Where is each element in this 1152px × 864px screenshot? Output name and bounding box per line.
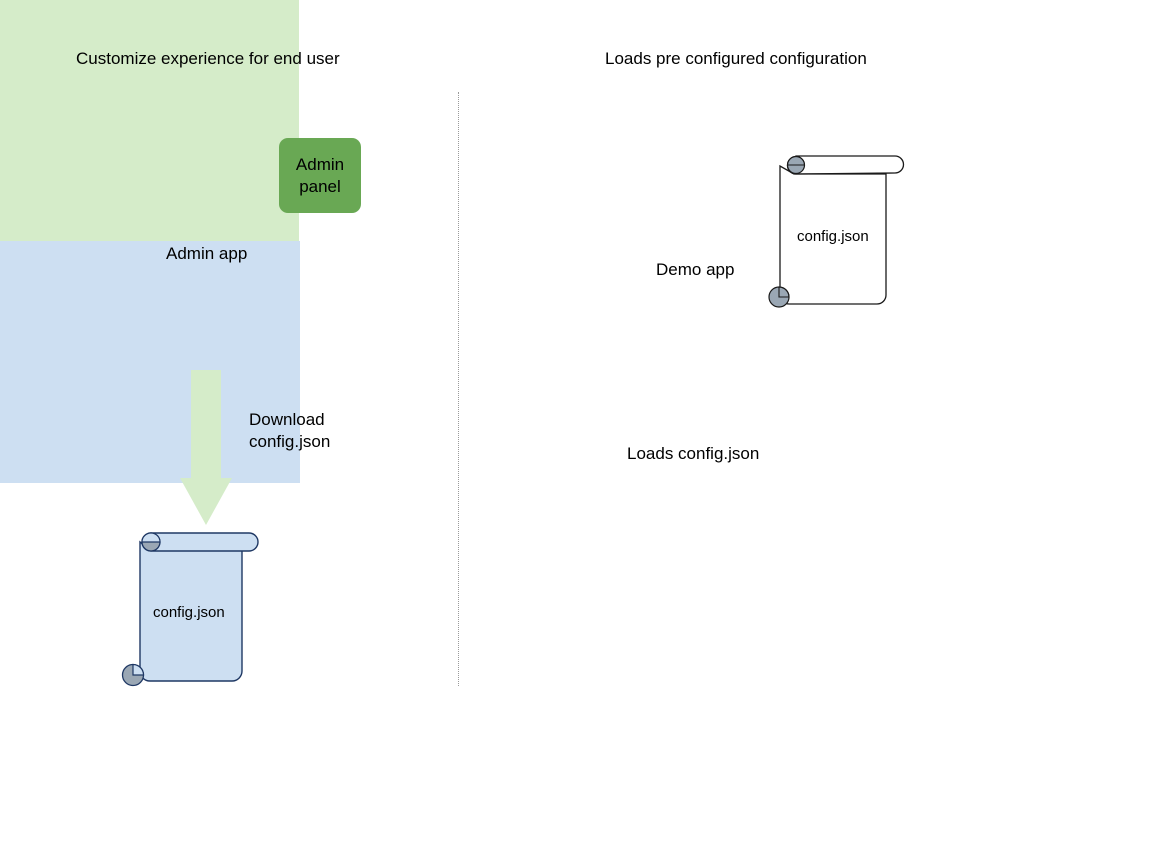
right-panel-title: Loads pre configured configuration [605,49,867,68]
admin-app-box [0,0,299,241]
download-arrow-label: Download config.json [249,410,331,451]
config-json-label-left: config.json [153,604,225,621]
demo-app-box [0,241,300,483]
admin-panel-badge[interactable]: Admin panel [279,138,361,213]
demo-app-label: Demo app [656,260,735,279]
loads-config-caption: Loads config.json [627,444,760,463]
config-json-label-right: config.json [797,228,869,245]
left-panel-title: Customize experience for end user [76,49,340,68]
panel-divider [458,92,459,686]
admin-app-label: Admin app [166,244,248,263]
admin-panel-label: Admin panel [295,154,345,196]
